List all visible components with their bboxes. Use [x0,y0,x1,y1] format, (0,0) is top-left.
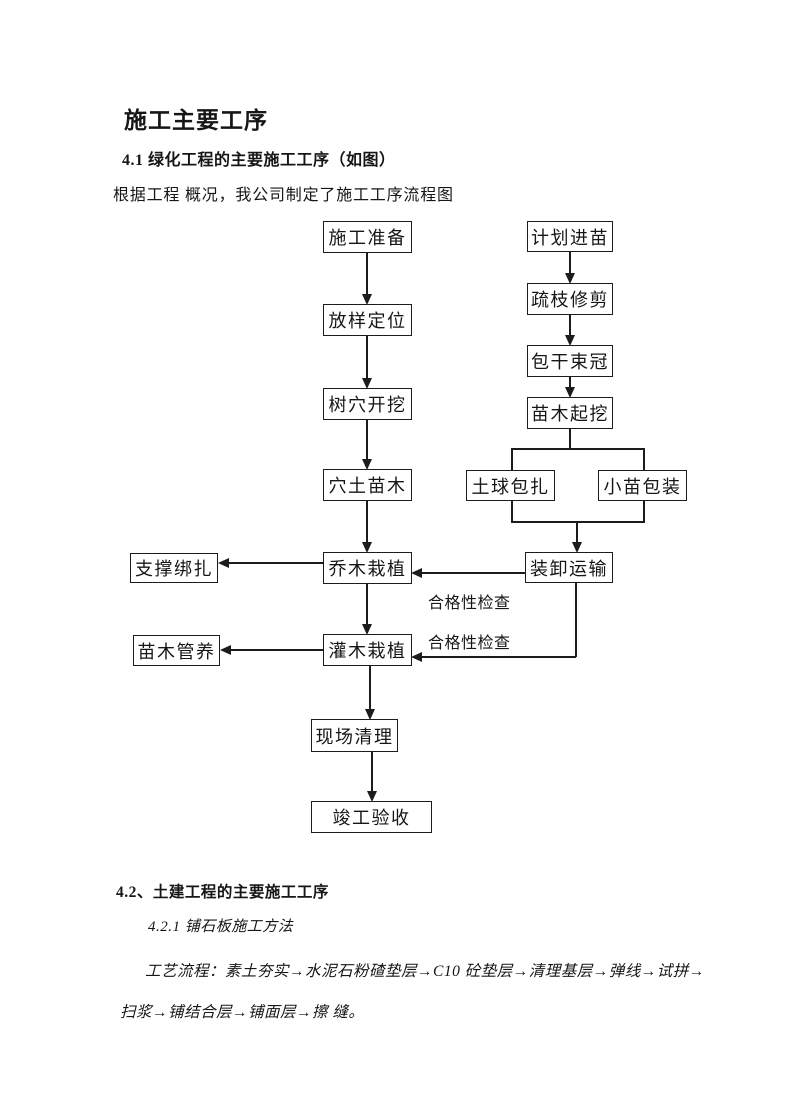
connector-line [511,501,513,522]
connector-line [643,501,645,522]
flow-node-seedling-maintenance: 苗木管养 [133,635,220,666]
connector-line [511,448,644,450]
flow-node-support-tying: 支撑绑扎 [130,553,218,583]
arrow-down-icon [362,542,372,553]
connector-line [569,252,571,274]
flow-node-shrub-planting: 灌木栽植 [323,634,412,666]
flow-node-seedling-digging: 苗木起挖 [527,397,613,429]
flow-node-loading-transport: 装卸运输 [525,552,613,583]
arrow-left-icon [220,645,231,655]
intro-paragraph: 根据工程 概况，我公司制定了施工工序流程图 [113,187,454,204]
arrow-down-icon [362,294,372,305]
connector-line [421,572,525,574]
connector-line [366,501,368,543]
quality-check-label-1: 合格性检查 [428,595,511,612]
arrow-down-icon [362,624,372,635]
arrow-down-icon [572,542,582,553]
arrow-down-icon [362,459,372,470]
connector-line [511,521,645,523]
connector-line [228,562,323,564]
connector-line [511,448,513,470]
flow-node-pit-soil-seedling: 穴土苗木 [323,469,412,501]
quality-check-label-2: 合格性检查 [428,635,511,652]
flow-node-small-seedling-packing: 小苗包装 [598,470,687,501]
connector-line [643,448,645,470]
process-flow-line-2: 扫浆→铺结合层→铺面层→擦 缝。 [120,1004,365,1021]
connector-line [366,253,368,295]
connector-line [371,752,373,792]
arrow-down-icon [362,378,372,389]
flow-node-tree-pit-excavation: 树穴开挖 [323,388,412,420]
connector-line [366,420,368,460]
connector-line [366,336,368,379]
connector-line [569,315,571,336]
flow-node-tree-planting: 乔木栽植 [323,552,412,584]
arrow-down-icon [565,273,575,284]
arrow-down-icon [565,335,575,346]
arrow-down-icon [365,709,375,720]
page-title: 施工主要工序 [124,108,268,133]
connector-line [421,656,576,658]
flow-node-seedling-plan: 计划进苗 [527,221,613,252]
flow-node-layout-positioning: 放样定位 [323,304,412,336]
process-flow-line-1: 工艺流程：素土夯实→水泥石粉碴垫层→C10 砼垫层→清理基层→弹线→试拼→ [145,963,705,980]
flow-node-completion-acceptance: 竣工验收 [311,801,432,833]
flow-node-trunk-crown-wrapping: 包干束冠 [527,345,613,377]
connector-line [230,649,323,651]
arrow-left-icon [411,568,422,578]
connector-line [369,666,371,710]
connector-line [576,521,578,542]
flow-node-rootball-wrapping: 土球包扎 [466,470,555,501]
connector-line [366,584,368,625]
connector-line [569,429,571,449]
flow-node-site-cleanup: 现场清理 [311,719,398,752]
flow-node-construction-preparation: 施工准备 [323,221,412,253]
connector-line [575,583,577,657]
section-4-1-heading: 4.1 绿化工程的主要施工工序（如图） [122,152,396,169]
arrow-left-icon [411,652,422,662]
section-4-2-heading: 4.2、土建工程的主要施工工序 [116,884,329,901]
flow-node-branch-pruning: 疏枝修剪 [527,283,613,315]
arrow-down-icon [367,791,377,802]
arrow-down-icon [565,387,575,398]
section-4-2-1-subheading: 4.2.1 铺石板施工方法 [148,919,294,935]
connector-line [569,377,571,388]
arrow-left-icon [218,558,229,568]
